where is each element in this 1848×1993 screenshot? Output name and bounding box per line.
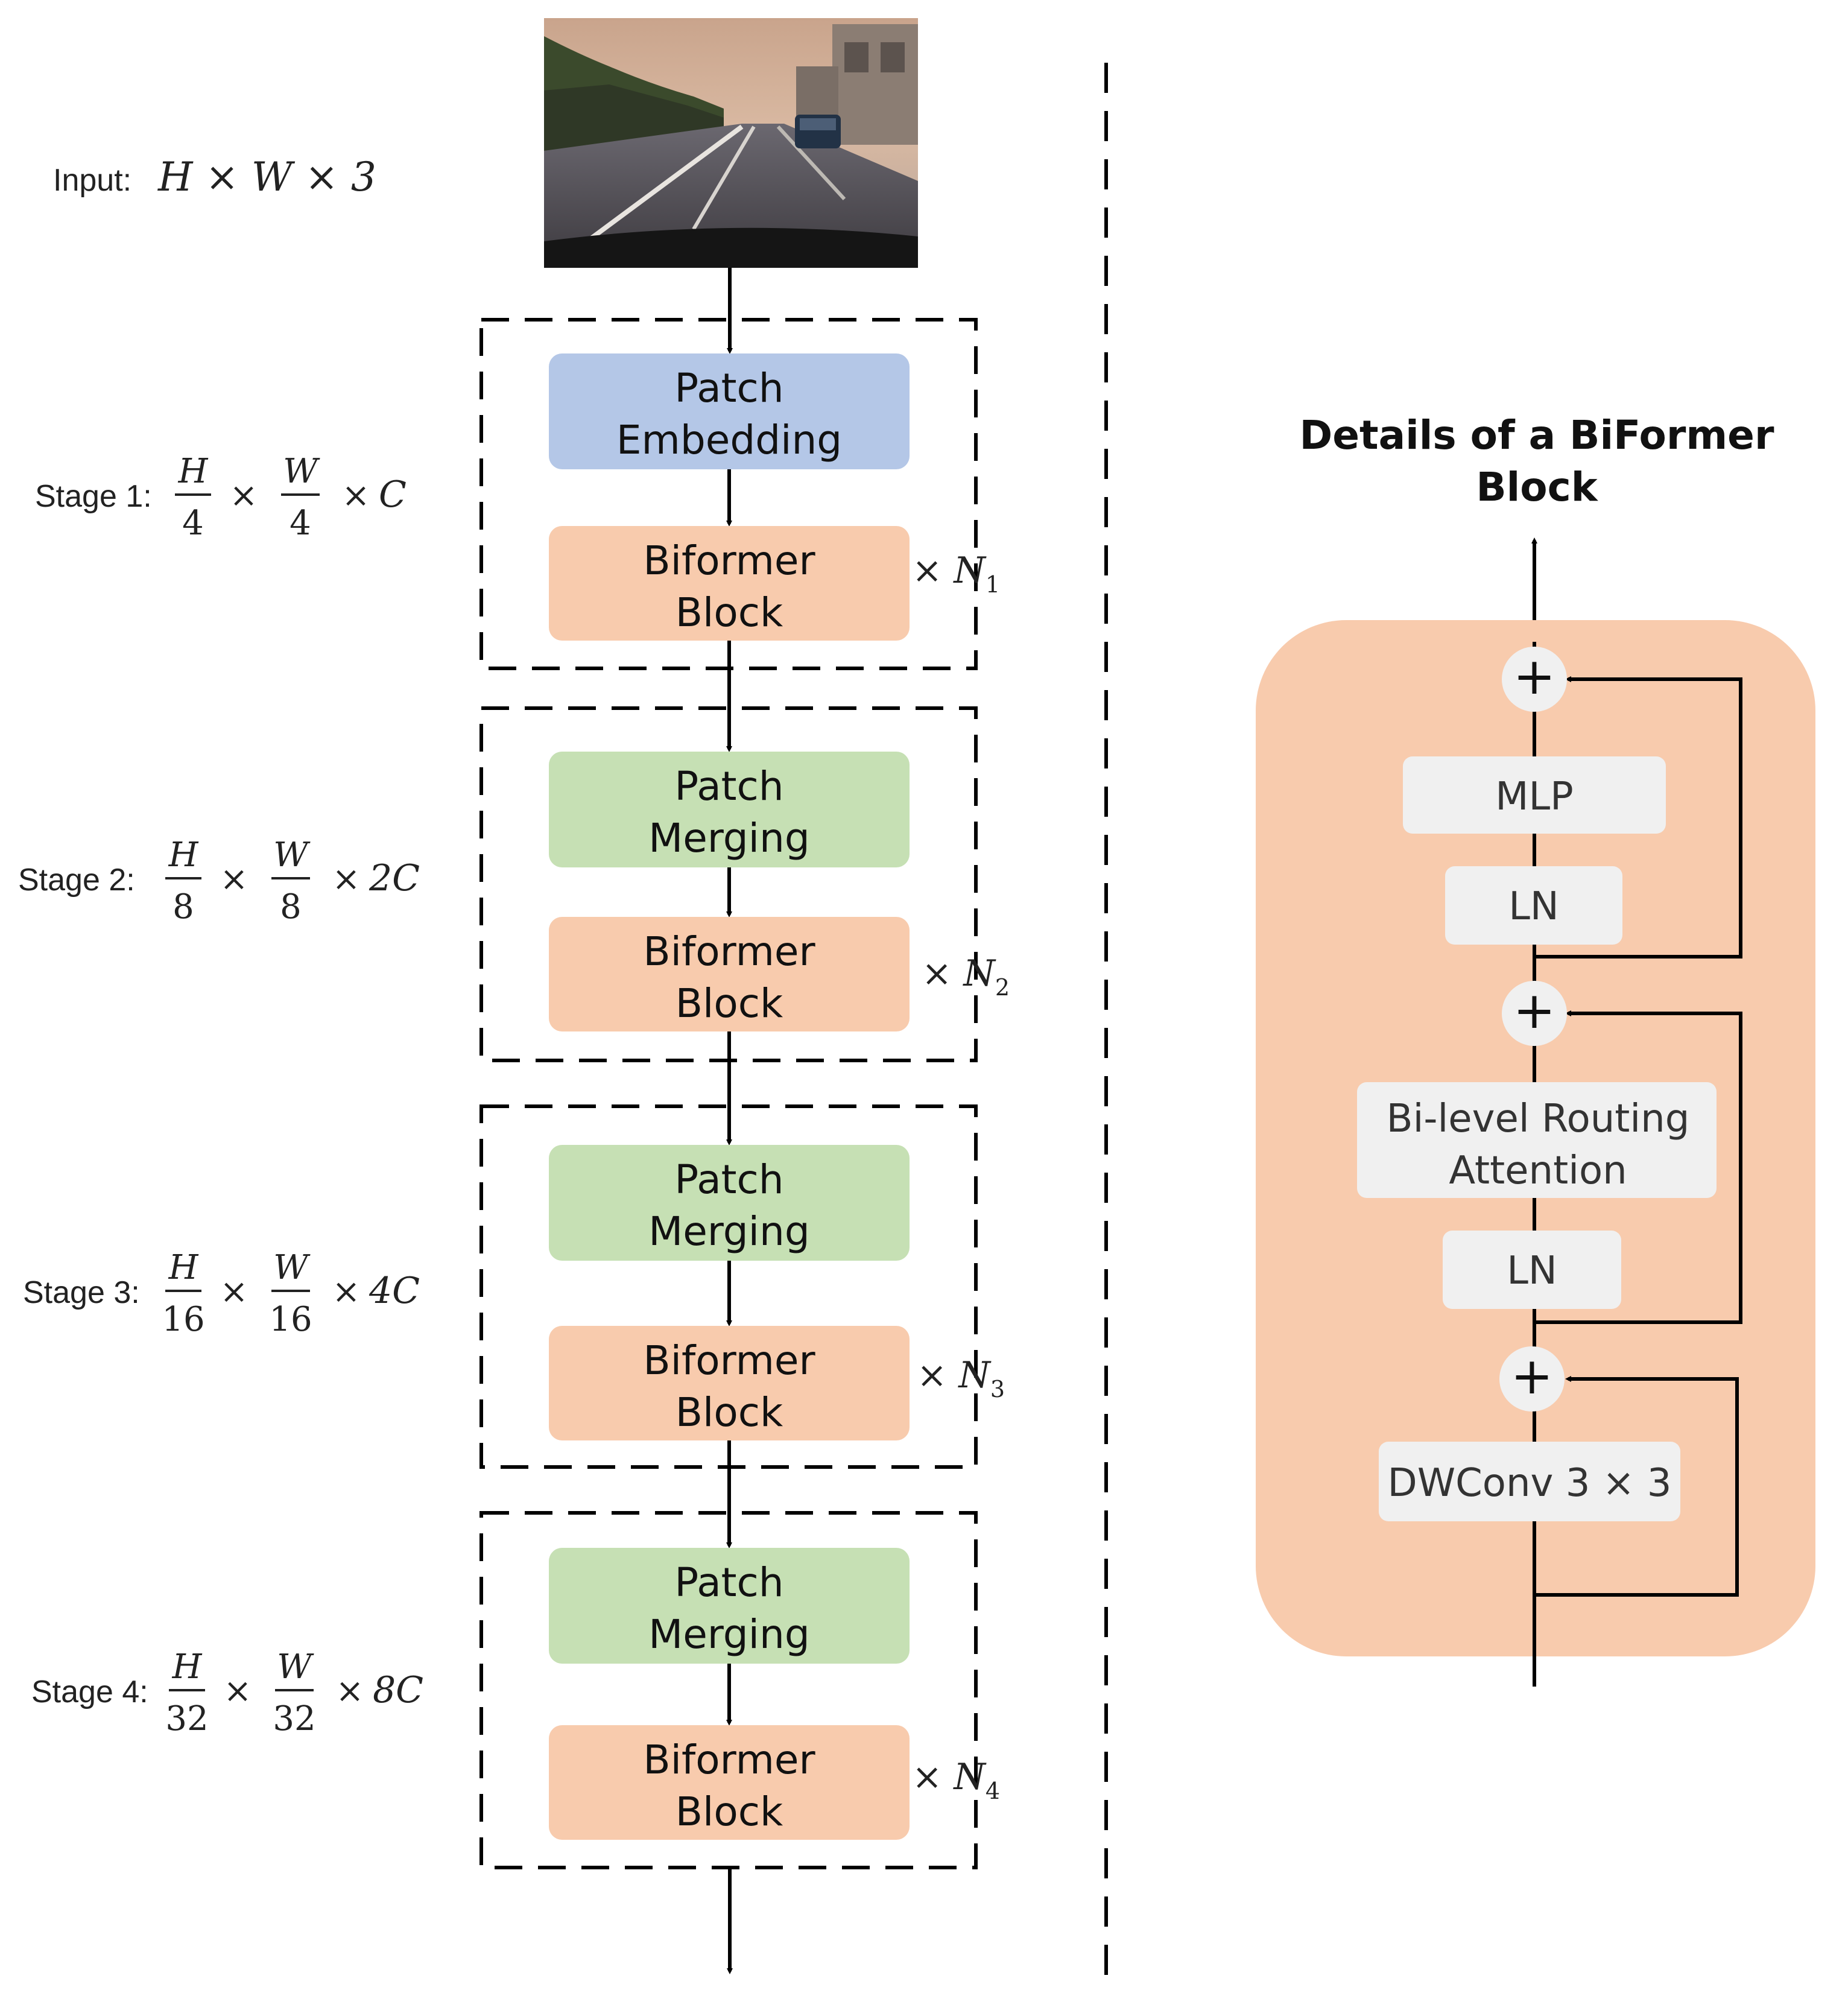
- ln-bottom-box: [1443, 1231, 1621, 1309]
- add-symbol-top: +: [1513, 647, 1555, 706]
- repeat-count-label: × N1: [912, 550, 1000, 598]
- height-fraction-denominator: 4: [182, 504, 204, 543]
- width-fraction-denominator: 8: [280, 887, 302, 927]
- stage-label: Stage 1:: [35, 479, 152, 514]
- biformer-block-label-line1: Biformer: [643, 928, 815, 975]
- add-symbol-middle: +: [1513, 981, 1555, 1040]
- biformer-block-label-line2: Block: [676, 980, 783, 1027]
- height-fraction-numerator: H: [178, 452, 209, 491]
- stage-label: Stage 4:: [31, 1675, 148, 1709]
- attention-label-line1: Bi-level Routing: [1387, 1097, 1690, 1141]
- width-fraction-numerator: W: [277, 1647, 314, 1687]
- repeat-count-label: × N3: [917, 1354, 1005, 1402]
- input-dims: H × W × 3: [157, 154, 376, 200]
- stage-label: Stage 3:: [23, 1275, 140, 1310]
- biformer-block-label-line2: Block: [676, 1789, 783, 1835]
- dwconv-label: DWConv 3 × 3: [1388, 1461, 1672, 1506]
- times-symbol: ×: [342, 476, 370, 515]
- height-fraction-numerator: H: [168, 835, 199, 875]
- biformer-block: [549, 1326, 910, 1440]
- height-fraction-denominator: 8: [172, 887, 194, 927]
- height-fraction-numerator: H: [172, 1647, 203, 1687]
- patch-embedding-block: [549, 353, 910, 469]
- first-block-label-line1: Patch: [674, 365, 783, 411]
- first-block-label-line1: Patch: [674, 763, 783, 810]
- biformer-block: [549, 1725, 910, 1840]
- mlp-box: [1403, 756, 1666, 834]
- times-symbol: ×: [220, 860, 248, 899]
- details-section: Details of a BiFormer Block MLP LN Bi-le…: [1256, 412, 1815, 1687]
- width-fraction-denominator: 4: [290, 504, 311, 543]
- add-node-bottom: [1499, 1346, 1565, 1412]
- height-fraction-numerator: H: [168, 1248, 199, 1287]
- first-block-label-line1: Patch: [674, 1559, 783, 1606]
- width-fraction-denominator: 16: [269, 1300, 312, 1339]
- biformer-block-label-line1: Biformer: [643, 1337, 815, 1384]
- biformer-block-label-line1: Biformer: [643, 1737, 815, 1783]
- biformer-block: [549, 917, 910, 1031]
- add-symbol-bottom: +: [1511, 1346, 1553, 1405]
- mlp-label: MLP: [1495, 775, 1573, 819]
- height-fraction-denominator: 16: [162, 1300, 204, 1339]
- ln-top-label: LN: [1508, 884, 1559, 929]
- channel-dim: C: [379, 474, 407, 516]
- patch-merging-block: [549, 752, 910, 867]
- repeat-count-label: × N4: [912, 1756, 1000, 1804]
- add-node-middle: [1502, 981, 1567, 1046]
- first-block-label-line2: Merging: [648, 1611, 809, 1658]
- width-fraction-numerator: W: [273, 835, 311, 875]
- width-fraction-numerator: W: [283, 452, 320, 491]
- channel-dim: 8C: [373, 1669, 423, 1711]
- biformer-block: [549, 526, 910, 641]
- patch-merging-block: [549, 1548, 910, 1664]
- times-symbol: ×: [230, 476, 258, 515]
- skip-connection-top: [1534, 676, 1742, 958]
- height-fraction-denominator: 32: [165, 1699, 208, 1738]
- biformer-block-label-line1: Biformer: [643, 537, 815, 584]
- first-block-label-line1: Patch: [674, 1156, 783, 1203]
- width-fraction-denominator: 32: [273, 1699, 315, 1738]
- details-title-line2: Block: [1476, 464, 1598, 510]
- stage-label: Stage 2:: [18, 863, 135, 898]
- channel-dim: 2C: [369, 857, 420, 899]
- dwconv-box: [1379, 1442, 1680, 1521]
- biformer-block-label-line2: Block: [676, 1389, 783, 1436]
- patch-merging-block: [549, 1145, 910, 1261]
- first-block-label-line2: Embedding: [616, 417, 842, 463]
- width-fraction-numerator: W: [273, 1248, 311, 1287]
- input-label: Input:: [53, 163, 131, 198]
- details-title-line1: Details of a BiFormer: [1299, 412, 1774, 458]
- times-symbol: ×: [336, 1671, 364, 1711]
- skip-connection-middle: [1534, 1010, 1742, 1324]
- ln-top-box: [1445, 866, 1622, 945]
- times-symbol: ×: [220, 1272, 248, 1311]
- attention-box: [1357, 1082, 1717, 1198]
- repeat-count-label: × N2: [922, 952, 1010, 1001]
- skip-connection-bottom: [1534, 1376, 1739, 1597]
- input-image: [544, 18, 918, 268]
- first-block-label-line2: Merging: [648, 815, 809, 861]
- biformer-block-label-line2: Block: [676, 589, 783, 636]
- times-symbol: ×: [332, 1272, 361, 1311]
- channel-dim: 4C: [369, 1270, 420, 1312]
- attention-label-line2: Attention: [1449, 1149, 1627, 1193]
- first-block-label-line2: Merging: [648, 1208, 809, 1255]
- input-section: Input: H × W × 3: [53, 18, 918, 268]
- ln-bottom-label: LN: [1507, 1249, 1557, 1293]
- times-symbol: ×: [332, 860, 361, 899]
- times-symbol: ×: [224, 1671, 252, 1711]
- add-node-top: [1502, 647, 1567, 712]
